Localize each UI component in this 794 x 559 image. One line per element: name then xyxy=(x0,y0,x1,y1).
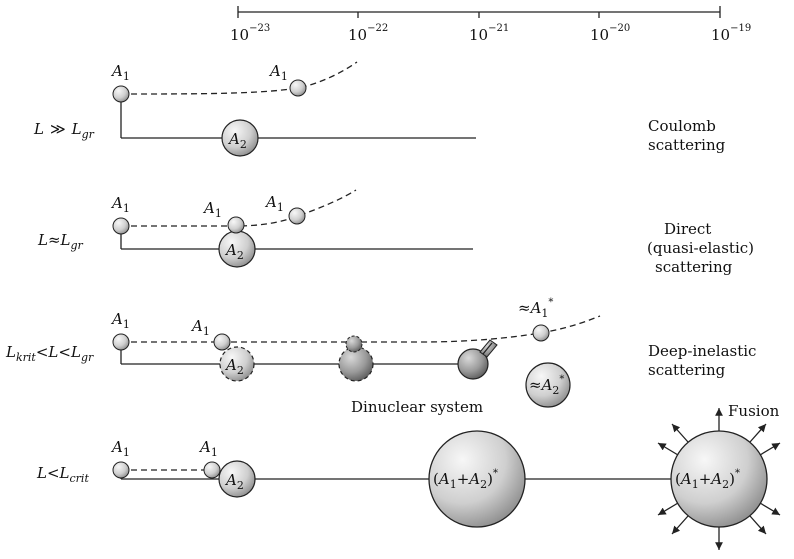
projectile-trajectory xyxy=(120,61,358,95)
scattered-projectile xyxy=(289,79,307,97)
row-direct: L≈Lgr A1 A2 A1 A1 Direct (quasi-elastic)… xyxy=(37,189,754,276)
ejectile-nucleus xyxy=(532,324,550,342)
process-label-deep-inelastic-1: Deep-inelastic xyxy=(648,342,756,360)
process-label-coulomb-2: scattering xyxy=(648,136,726,154)
time-axis-tick-label-1: 10−23 xyxy=(230,23,270,44)
emission-arrow-lower-left xyxy=(657,502,679,516)
process-label-deep-inelastic-2: scattering xyxy=(648,361,726,379)
residual-label: ≈A2* xyxy=(529,374,564,397)
scattered-projectile-label: A1 xyxy=(264,193,284,214)
projectile-nucleus xyxy=(112,85,130,103)
emission-arrow-upper-right xyxy=(759,442,781,456)
target-label: A2 xyxy=(224,471,244,492)
projectile-label: A1 xyxy=(110,310,130,331)
condition-coulomb: L≫Lgr xyxy=(33,120,95,141)
projectile-label: A1 xyxy=(110,194,130,215)
emission-arrow-lower-right-2 xyxy=(749,515,767,535)
process-label-direct-2: (quasi-elastic) xyxy=(647,239,754,257)
time-axis-tick-label-5: 10−19 xyxy=(711,23,751,44)
contact-projectile-label: A1 xyxy=(202,199,222,220)
condition-fusion: L<Lcrit xyxy=(36,464,89,485)
projectile-label: A1 xyxy=(110,438,130,459)
projectile-label: A1 xyxy=(110,62,130,83)
emission-arrow-upper-left-2 xyxy=(671,423,689,443)
contact-projectile xyxy=(203,461,221,479)
ejectile-label: ≈A1* xyxy=(518,297,553,320)
residual-nucleus xyxy=(525,362,571,408)
projectile-nucleus xyxy=(112,461,130,479)
emission-arrow-upper-right-2 xyxy=(749,423,767,443)
compound-nucleus xyxy=(428,430,526,528)
condition-direct: L≈Lgr xyxy=(37,231,84,252)
separating-neck-line xyxy=(482,342,493,355)
compound-nucleus-label: (A1+A2)* xyxy=(433,468,498,491)
projectile-nucleus xyxy=(112,333,130,351)
scattered-projectile-label: A1 xyxy=(268,62,288,83)
target-label: A2 xyxy=(227,130,247,151)
emission-arrow-lower-right xyxy=(759,502,781,516)
row-coulomb: L≫Lgr A1 A1 A2 Coulomb scattering xyxy=(33,61,726,157)
scattered-projectile xyxy=(288,207,306,225)
emission-arrow-lower-left-2 xyxy=(671,515,689,535)
time-axis: 10−23 10−22 10−21 10−20 10−19 xyxy=(230,6,751,44)
target-nucleus xyxy=(218,460,256,498)
time-axis-tick-label-4: 10−20 xyxy=(590,23,630,44)
evaporating-compound-nucleus-label: (A1+A2)* xyxy=(675,468,740,491)
projectile-trajectory xyxy=(121,189,357,227)
contact-projectile xyxy=(213,333,231,351)
condition-deep-inelastic: Lkrit<L<Lgr xyxy=(5,343,94,364)
target-nucleus xyxy=(221,119,259,157)
emission-arrow-upper-left xyxy=(657,442,679,456)
projectile-trajectory xyxy=(121,315,601,343)
process-label-direct-1: Direct xyxy=(664,220,711,238)
projectile-nucleus xyxy=(112,217,130,235)
process-label-direct-3: scattering xyxy=(655,258,733,276)
time-axis-tick-label-3: 10−21 xyxy=(469,23,509,44)
dinuclear-system-label: Dinuclear system xyxy=(351,398,483,416)
contact-projectile-label: A1 xyxy=(190,317,210,338)
target-label: A2 xyxy=(224,356,244,377)
row-fusion: L<Lcrit A1 A2 A1 (A1+A2)* (A1+A2)* Fus xyxy=(36,402,781,550)
dinuclear-neck xyxy=(345,335,363,353)
fusion-label: Fusion xyxy=(728,402,780,420)
row-deep-inelastic: Lkrit<L<Lgr A1 A2 A1 Dinuclear system ≈A… xyxy=(5,297,756,416)
contact-projectile-label: A1 xyxy=(198,438,218,459)
target-label: A2 xyxy=(224,241,244,262)
contact-projectile xyxy=(227,216,245,234)
target-nucleus-deformed xyxy=(219,346,255,382)
separating-system xyxy=(457,348,489,380)
time-axis-tick-label-2: 10−22 xyxy=(348,23,388,44)
process-label-coulomb-1: Coulomb xyxy=(648,117,716,135)
emission-arrows xyxy=(657,408,781,550)
